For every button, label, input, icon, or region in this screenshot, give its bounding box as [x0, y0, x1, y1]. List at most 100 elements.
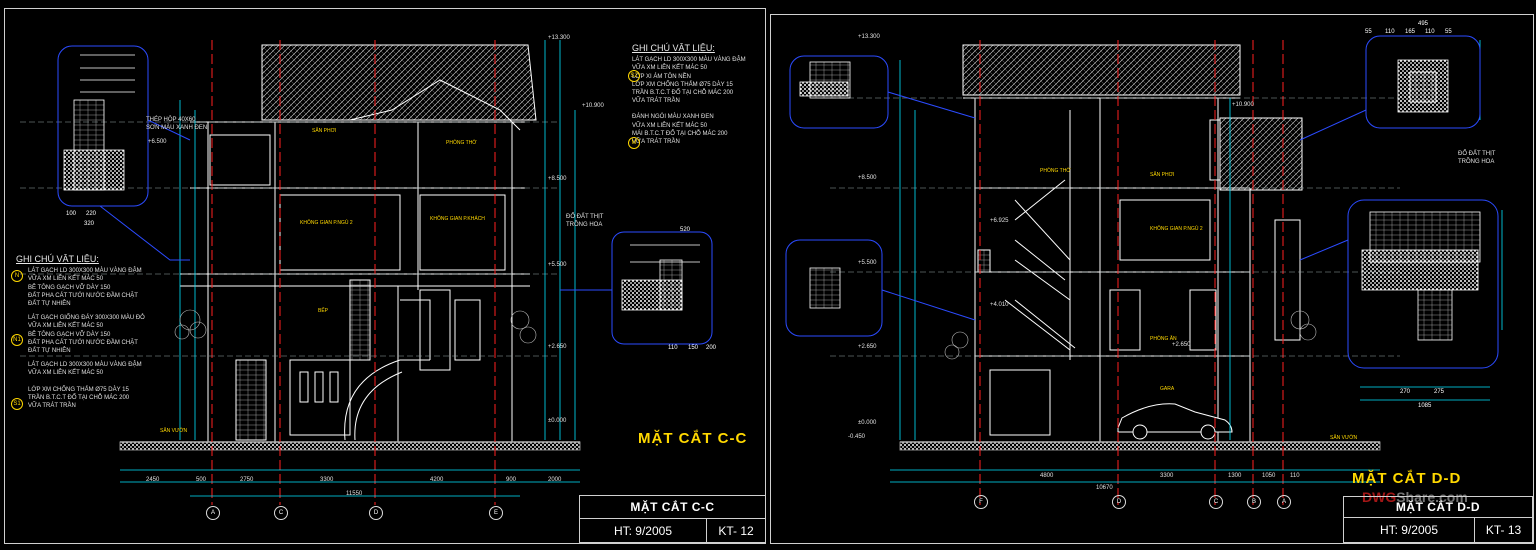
axis-lines-right — [979, 40, 1284, 505]
grid-bubble: D — [1112, 495, 1126, 509]
detail-dim: 110 — [1425, 29, 1435, 35]
note-line: LÁT GẠCH LD 300X300 MÀU VÀNG ĐẬM — [632, 57, 746, 64]
grid-bubble: C — [274, 506, 288, 520]
material-tag-s2: S2 — [628, 70, 640, 82]
level-label: +2.650 — [1172, 342, 1191, 348]
section-title-d-d: MẶT CẮT D-D — [1352, 470, 1462, 487]
title-block-title: MẶT CẮT C-C — [580, 496, 765, 519]
grid-bubble: E — [489, 506, 503, 520]
dimensions-right — [890, 40, 1503, 483]
detail-dim: 200 — [706, 345, 717, 351]
detail-dim: 1085 — [1418, 403, 1432, 409]
material-notes-left: GHI CHÚ VẬT LIỆU: LÁT GẠCH LD 300X300 MÀ… — [16, 254, 145, 410]
title-block-left: MẶT CẮT C-C HT: 9/2005 KT- 12 — [579, 495, 766, 543]
note-line: VỮA XM LIÊN KẾT MÁC 50 — [28, 276, 104, 283]
notes-group-n: LÁT GẠCH LD 300X300 MÀU VÀNG ĐẬM VỮA XM … — [28, 267, 145, 308]
note-line: VỮA TRÁT TRẦN — [28, 403, 76, 410]
material-tag-s1: S1 — [11, 398, 23, 410]
note-line: VỮA TRÁT TRẦN — [632, 139, 680, 146]
level-label: +5.500 — [548, 262, 567, 268]
detail-dim: 495 — [1418, 21, 1429, 27]
grid-bubble: C — [1209, 495, 1223, 509]
level-label: ±0.000 — [858, 420, 877, 426]
note-line: TRẦN B.T.C.T ĐỔ TẠI CHỖ MÁC 200 — [28, 394, 130, 401]
dim-text: 1300 — [1228, 473, 1242, 479]
total-dim-text: 10670 — [1096, 485, 1113, 491]
section-title-c-c: MẶT CẮT C-C — [638, 430, 748, 447]
note-line: ĐẤT TỰ NHIÊN — [28, 301, 71, 308]
grid-bubble: B — [1247, 495, 1261, 509]
note-line: ĐẤT PHA CÁT TƯỚI NƯỚC ĐẦM CHẶT — [28, 339, 138, 346]
dim-text: 4800 — [1040, 473, 1054, 479]
watermark: DWGShare.com — [1362, 489, 1468, 505]
detail-note: THÉP HỘP 40X60 — [146, 117, 196, 123]
level-label: +2.650 — [548, 344, 567, 350]
detail-dim: 150 — [688, 345, 699, 351]
level-lines-right — [830, 97, 1400, 357]
dim-text: 900 — [506, 477, 517, 483]
dim-text: 4200 — [430, 477, 444, 483]
level-label: +13.300 — [858, 34, 880, 40]
level-label: +10.900 — [1232, 102, 1254, 108]
room-label: KHÔNG GIAN P.NGỦ 2 — [300, 220, 353, 226]
room-label: SÂN PHƠI — [312, 128, 337, 134]
detail-note: ĐỔ ĐẤT THỊT — [566, 214, 604, 220]
detail-dim: 220 — [86, 211, 97, 217]
note-line: LÁT GẠCH LD 300X300 MÀU VÀNG ĐẬM — [28, 362, 142, 369]
notes-group-n1: LÁT GẠCH GIỐNG ĐÁY 300X300 MÀU ĐỎ VỮA XM… — [28, 314, 145, 355]
note-line: ĐẤT PHA CÁT TƯỚI NƯỚC ĐẦM CHẶT — [28, 292, 138, 299]
axis-lines-left — [211, 40, 496, 505]
callouts-left — [57, 45, 713, 345]
title-block-sheet-number: KT- 13 — [1485, 523, 1522, 537]
detail-dim: 275 — [1434, 389, 1445, 395]
dim-text: 3300 — [1160, 473, 1174, 479]
room-label: KHÔNG GIAN P.NGỦ 2 — [1150, 226, 1203, 232]
trees-left — [174, 309, 537, 344]
note-line: LÁT GẠCH GIỐNG ĐÁY 300X300 MÀU ĐỎ — [28, 315, 145, 322]
detail-dim: 165 — [1405, 29, 1416, 35]
note-line: VỮA XM LIÊN KẾT MÁC 50 — [632, 122, 708, 129]
right-drawing-sheet — [770, 14, 1534, 544]
trees-right — [944, 310, 1317, 360]
level-label: +8.500 — [858, 175, 877, 181]
note-line: LỚP XM CHỐNG THẤM Ø75 DÀY 15 — [632, 81, 733, 88]
room-label: GARA — [1160, 386, 1175, 392]
detail-dim: 110 — [1385, 29, 1395, 35]
note-line: VỮA XM LIÊN KẾT MÁC 50 — [632, 65, 708, 72]
details-right — [799, 59, 1481, 341]
dim-text: 2000 — [548, 477, 562, 483]
note-line: LÁT GẠCH LD 300X300 MÀU VÀNG ĐẬM — [28, 268, 142, 275]
grid-bubble: A — [206, 506, 220, 520]
callouts-right — [785, 35, 1499, 369]
level-label: +2.650 — [858, 344, 877, 350]
level-label: ±0.000 — [548, 418, 567, 424]
notes-heading: GHI CHÚ VẬT LIỆU: — [16, 254, 99, 264]
room-label: SÂN VƯỜN — [160, 428, 188, 434]
car — [1117, 403, 1233, 433]
note-line: TRẦN B.T.C.T ĐỔ TẠI CHỖ MÁC 200 — [632, 90, 734, 97]
detail-dim: 110 — [668, 345, 678, 351]
material-tag-n1: N1 — [11, 334, 23, 346]
room-label: KHÔNG GIAN P.KHÁCH — [430, 216, 485, 222]
level-label: +13.300 — [548, 35, 570, 41]
notes-heading: GHI CHÚ VẬT LIỆU: — [632, 43, 715, 53]
note-line: LỚP XI ÁM TÔN NỀN — [632, 73, 691, 80]
detail-note: ĐỔ ĐẤT THỊT — [1458, 151, 1496, 157]
dim-text: 500 — [196, 477, 207, 483]
room-label: SÂN PHƠI — [1150, 172, 1175, 178]
detail-note: SƠN MÀU XANH ĐEN — [146, 125, 208, 131]
note-line: MÁI B.T.C.T ĐỔ TẠI CHỖ MÁC 200 — [632, 130, 728, 137]
watermark-part1: DWG — [1362, 489, 1397, 505]
title-block-title: MẶT CẮT D-D — [1344, 497, 1532, 518]
total-dim-text: 11550 — [346, 491, 363, 497]
level-label: +4.010 — [990, 302, 1009, 308]
dim-text: 110 — [1290, 473, 1300, 479]
material-tag-m: M — [628, 137, 640, 149]
notes-group-s2: LÁT GẠCH LD 300X300 MÀU VÀNG ĐẬM VỮA XM … — [632, 56, 746, 105]
note-line: LỚP XM CHỐNG THẤM Ø75 DÀY 15 — [28, 386, 129, 393]
roof-d-d — [962, 44, 1241, 96]
detail-dim: 55 — [1445, 29, 1452, 35]
section-c-c-drawing — [119, 44, 581, 451]
dimensions-left — [120, 40, 580, 497]
detail-note: TRỒNG HOA — [1458, 159, 1495, 165]
